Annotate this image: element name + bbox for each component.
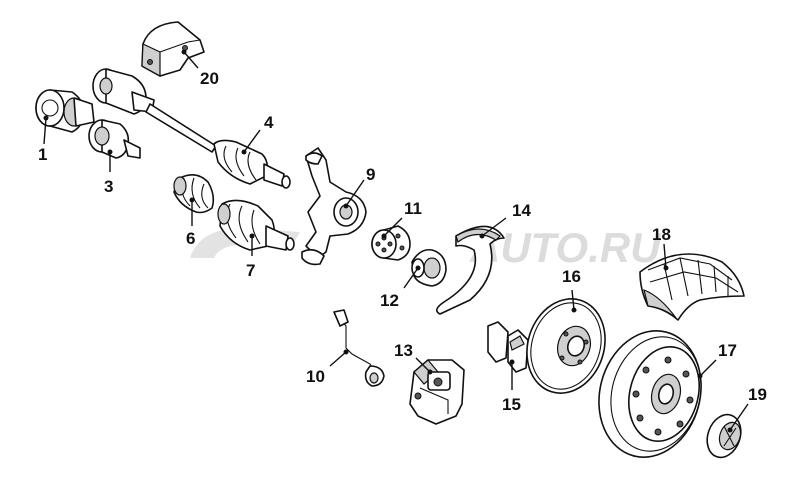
part-17-wheel-rim[interactable]	[585, 319, 715, 469]
callout-10: 10	[306, 367, 325, 386]
part-15-brake-pads[interactable]	[487, 321, 529, 373]
part-9-steering-knuckle[interactable]	[301, 147, 367, 266]
part-16-brake-disc[interactable]	[515, 289, 617, 404]
callout-15: 15	[502, 395, 521, 414]
callout-11: 11	[404, 199, 422, 218]
part-10-brake-hose[interactable]	[333, 309, 385, 387]
callout-6: 6	[186, 229, 195, 248]
part-6-boot[interactable]	[173, 174, 215, 214]
watermark-text: AUTO.RU	[469, 224, 662, 271]
part-4-drive-shaft[interactable]	[92, 68, 291, 189]
part-1-cv-joint[interactable]	[35, 89, 95, 133]
callout-13: 13	[394, 341, 413, 360]
callout-19: 19	[748, 385, 767, 404]
part-3-joint[interactable]	[88, 119, 141, 159]
callout-labels: 20 1 3 4 6 7 9 11 12 14 10 13 15 16 17 1…	[38, 69, 767, 414]
callout-20: 20	[200, 69, 219, 88]
part-7-inner-joint[interactable]	[217, 199, 295, 251]
callout-1: 1	[38, 145, 47, 164]
part-11-bearing[interactable]	[371, 225, 411, 261]
part-20-cover[interactable]	[141, 21, 205, 78]
leader-lines	[43, 49, 749, 433]
callout-7: 7	[246, 261, 255, 280]
callout-18: 18	[652, 225, 671, 244]
callout-4: 4	[264, 113, 274, 132]
callout-3: 3	[104, 177, 113, 196]
callout-9: 9	[366, 165, 375, 184]
part-13-brake-caliper[interactable]	[409, 359, 465, 425]
callout-12: 12	[380, 291, 399, 310]
part-19-hub-cap[interactable]	[701, 410, 746, 462]
callout-16: 16	[562, 267, 581, 286]
part-18-tyre[interactable]	[639, 253, 745, 321]
part-14-splash-shield[interactable]	[436, 225, 505, 315]
callout-17: 17	[718, 341, 737, 360]
callout-14: 14	[512, 201, 531, 220]
